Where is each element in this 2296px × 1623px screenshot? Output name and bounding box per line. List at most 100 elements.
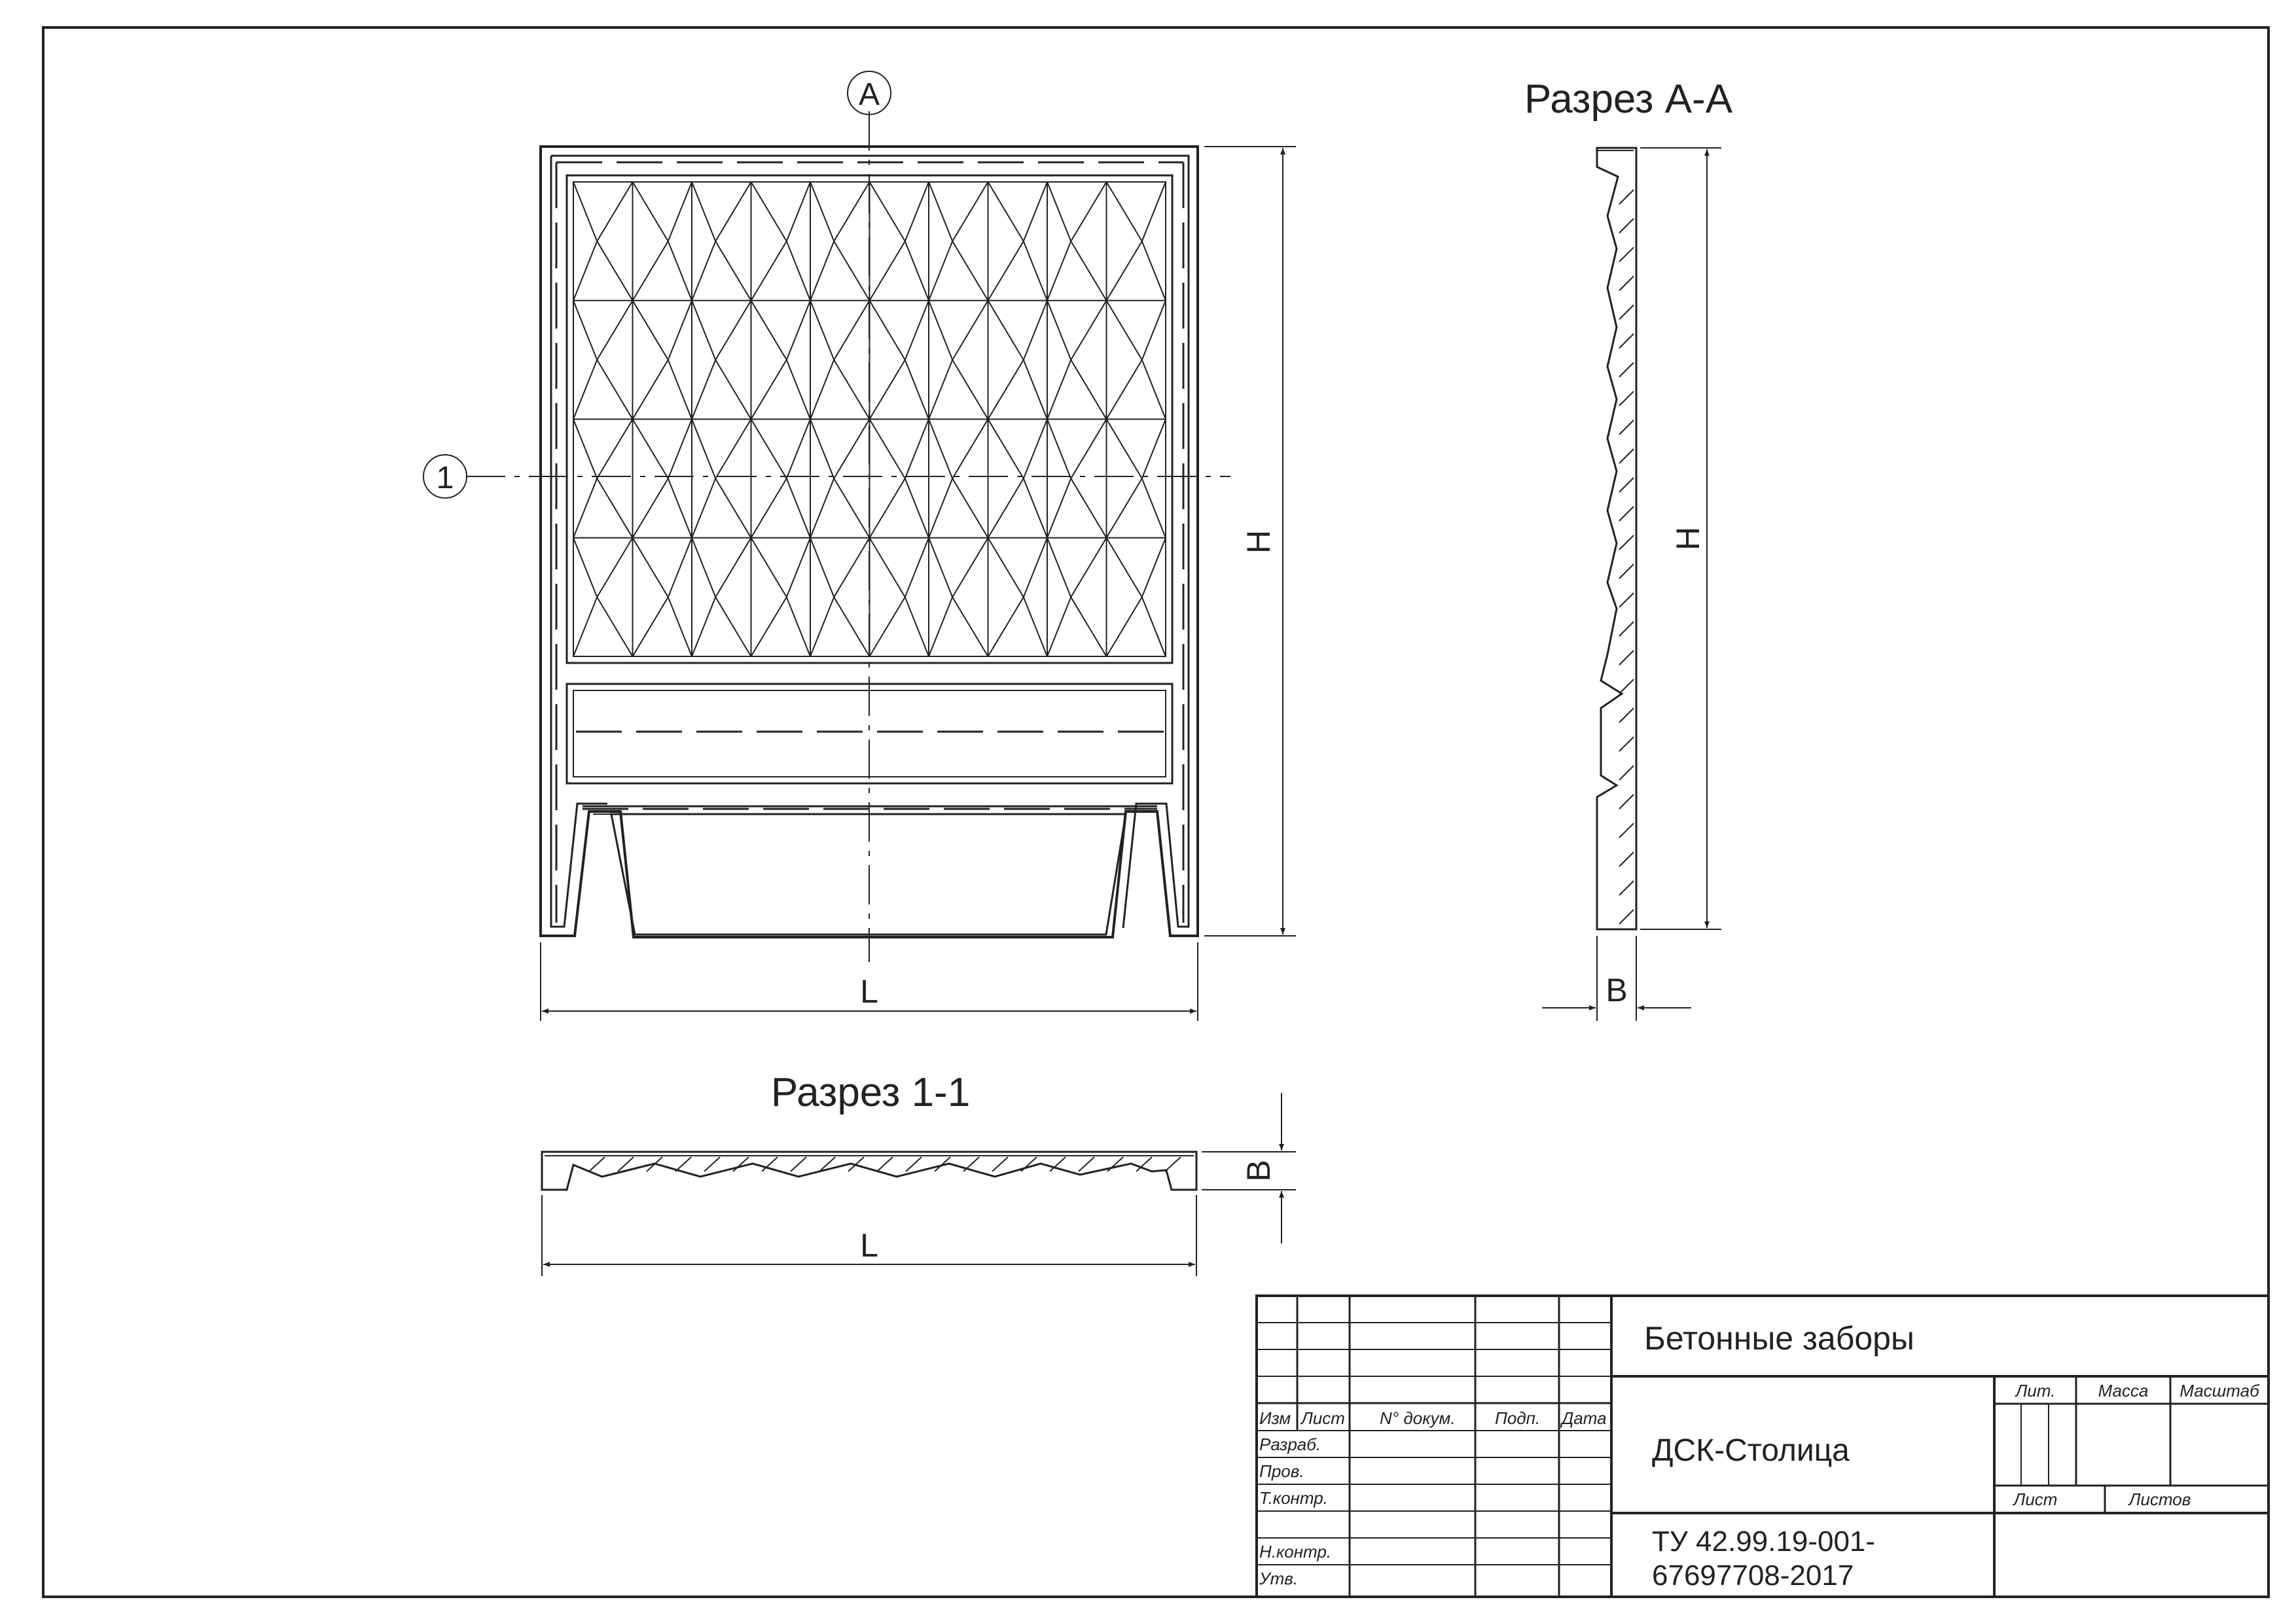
pattern-line [632, 300, 669, 361]
pattern-line [715, 418, 752, 479]
pattern-line [904, 359, 929, 419]
pattern-line [573, 241, 598, 301]
pattern-line [1047, 419, 1072, 479]
pattern-line [632, 359, 669, 420]
pattern-line [952, 418, 989, 479]
pattern-line [715, 537, 752, 597]
pattern-line [928, 419, 954, 479]
pattern-line [715, 241, 752, 301]
aa-dim-b-label: B [1605, 972, 1627, 1008]
header-list2: Лист [2013, 1489, 2058, 1509]
section-11-contour [541, 1150, 1198, 1191]
pattern-line [667, 597, 692, 657]
section-11: Разрез 1-1 B L [541, 1070, 1296, 1276]
hatch-line [1619, 851, 1634, 867]
front-dim-h-label: H [1240, 530, 1277, 554]
hatch-line [617, 1156, 634, 1172]
pattern-line [715, 478, 752, 539]
hatch-line [1619, 823, 1634, 838]
hatch-line [1619, 563, 1634, 579]
section-aa-hatch [1619, 189, 1634, 925]
hatch-line [1136, 1156, 1153, 1172]
hatch-line [819, 1156, 836, 1172]
pattern-line [596, 181, 634, 242]
axis-1-marker [423, 454, 467, 499]
pattern-line [691, 478, 717, 539]
pattern-line [1141, 478, 1166, 539]
pattern-line [1070, 418, 1107, 479]
pattern-line [810, 478, 835, 539]
drawing-title: Бетонные заборы [1644, 1320, 1914, 1357]
pattern-line [632, 241, 669, 301]
pattern-line [667, 181, 692, 241]
hatch-line [1619, 189, 1634, 205]
decor-pattern [573, 181, 1166, 657]
hatch-line [1619, 650, 1634, 666]
s11-dim-l-label: L [860, 1227, 878, 1264]
pattern-line [1047, 478, 1072, 539]
hatch-line [1619, 535, 1634, 550]
hatch-line [1020, 1156, 1037, 1172]
pattern-line [810, 300, 835, 361]
pattern-line [596, 478, 634, 539]
pattern-line [987, 241, 1024, 301]
pattern-line [1022, 241, 1048, 301]
pattern-line [810, 537, 835, 597]
hatch-line [704, 1156, 721, 1172]
pattern-line [1070, 181, 1107, 242]
pattern-line [596, 418, 634, 479]
hatch-line [1619, 621, 1634, 637]
pattern-line [1141, 597, 1166, 657]
pattern-line [1022, 478, 1048, 539]
pattern-line [904, 181, 929, 241]
pattern-line [1105, 596, 1143, 657]
hatch-line [1619, 276, 1634, 291]
pattern-line [928, 537, 954, 597]
pattern-line [750, 537, 787, 597]
panel-outer-contour [539, 145, 1199, 938]
document-number-line2: 67697708-2017 [1652, 1560, 1854, 1592]
pattern-line [904, 537, 929, 597]
pattern-line [1047, 300, 1072, 361]
hatch-line [848, 1156, 865, 1172]
pattern-line [632, 478, 669, 539]
pattern-line [785, 478, 811, 539]
hatch-line [1078, 1156, 1095, 1172]
hatch-line [905, 1156, 922, 1172]
hatch-line [1107, 1156, 1124, 1172]
pattern-line [833, 300, 870, 361]
pattern-line [810, 241, 835, 301]
pattern-line [573, 419, 598, 479]
pattern-line [573, 181, 598, 241]
pattern-line [1105, 478, 1143, 539]
pattern-line [667, 300, 692, 361]
section-aa-contour [1596, 147, 1638, 931]
pattern-line [750, 300, 787, 361]
role-razrab: Разраб. [1259, 1435, 1321, 1454]
hatch-line [1619, 506, 1634, 522]
hatch-line [963, 1156, 980, 1172]
pattern-line [952, 478, 989, 539]
pattern-line [691, 241, 717, 301]
pattern-line [904, 300, 929, 361]
pattern-line [573, 300, 598, 361]
pattern-line [869, 181, 906, 242]
bottom-rib-left [593, 813, 636, 935]
hatch-line [1619, 362, 1634, 378]
pattern-line [1141, 537, 1166, 597]
pattern-line [987, 418, 1024, 479]
pattern-line [785, 537, 811, 597]
hatch-line [1619, 880, 1634, 896]
pattern-line [632, 181, 669, 242]
hatch-line [1619, 391, 1634, 406]
hatch-line [1619, 304, 1634, 320]
pattern-line [691, 181, 717, 241]
hatch-line [876, 1156, 893, 1172]
pattern-line [691, 537, 717, 597]
pattern-line [715, 596, 752, 657]
pattern-line [869, 241, 906, 301]
pattern-line [1141, 359, 1166, 419]
pattern-line [833, 596, 870, 657]
pattern-line [785, 241, 811, 301]
pattern-line [667, 359, 692, 419]
